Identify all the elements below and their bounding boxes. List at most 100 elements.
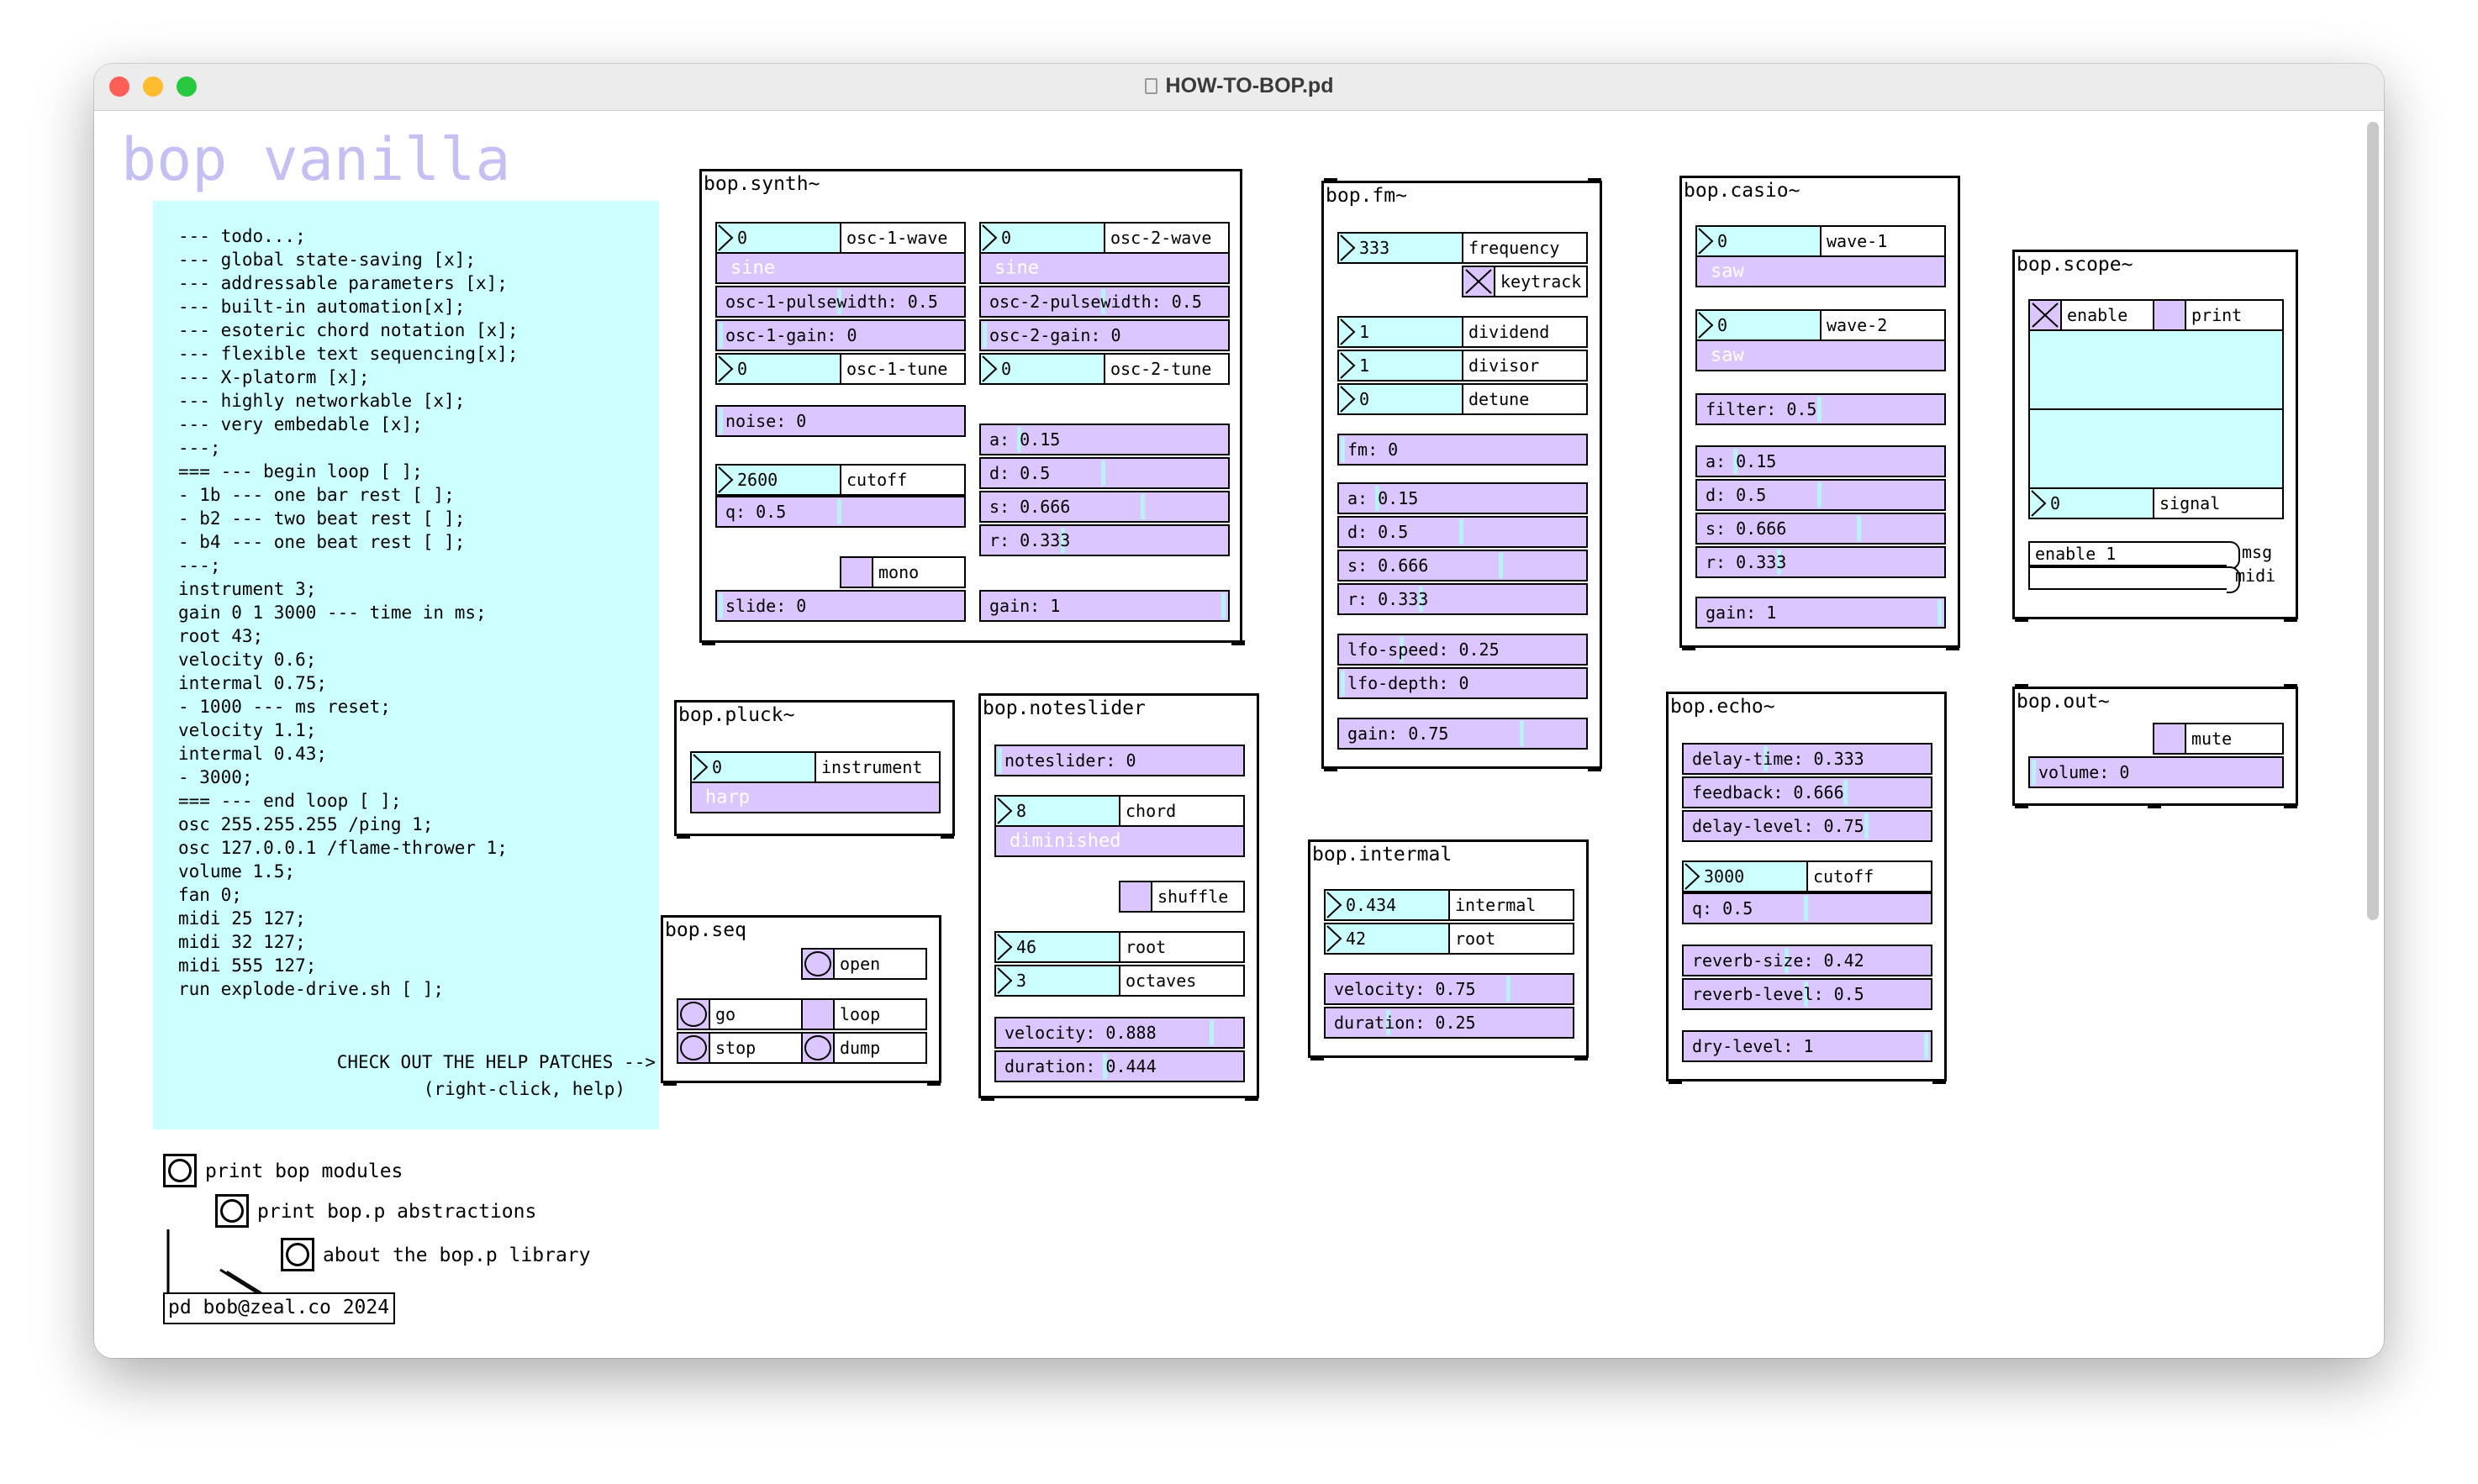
noteslider-root-number[interactable]: 46 — [994, 931, 1120, 963]
osc1-wave-selector[interactable]: sine — [715, 252, 966, 284]
volume-slider[interactable]: volume: 0 — [2028, 756, 2284, 788]
print-modules-label: print bop modules — [205, 1160, 403, 1182]
intermal-root-number[interactable]: 42 — [1324, 923, 1450, 955]
mute-toggle[interactable] — [2153, 723, 2186, 755]
enable-toggle[interactable] — [2028, 299, 2062, 331]
osc2-gain-slider[interactable]: osc-2-gain: 0 — [979, 319, 1230, 351]
instrument-selector[interactable]: harp — [690, 781, 941, 813]
midi-message[interactable] — [2028, 566, 2240, 593]
noteslider-duration-slider[interactable]: duration: 0.444 — [994, 1050, 1245, 1082]
casio-sustain-slider[interactable]: s: 0.666 — [1695, 513, 1946, 545]
go-bang[interactable] — [677, 998, 710, 1030]
shuffle-toggle[interactable] — [1119, 881, 1152, 913]
loop-toggle[interactable] — [801, 998, 835, 1030]
reverb-size-slider[interactable]: reverb-size: 0.42 — [1682, 945, 1932, 976]
number-arrow-icon — [997, 967, 1013, 994]
synth-attack-slider[interactable]: a: 0.15 — [979, 424, 1230, 455]
noteslider-title: bop.noteslider — [983, 697, 1146, 719]
instrument-number[interactable]: 0 — [690, 751, 816, 783]
fm-decay-slider[interactable]: d: 0.5 — [1337, 516, 1588, 548]
delay-time-slider[interactable]: delay-time: 0.333 — [1682, 743, 1932, 775]
keytrack-toggle[interactable] — [1462, 266, 1495, 297]
stop-bang[interactable] — [677, 1032, 710, 1064]
casio-filter-slider[interactable]: filter: 0.5 — [1695, 393, 1946, 425]
chord-number[interactable]: 8 — [994, 795, 1120, 827]
vertical-scrollbar[interactable] — [2367, 122, 2379, 920]
close-button[interactable] — [109, 76, 129, 97]
about-library-bang[interactable] — [281, 1238, 314, 1271]
synth-decay-slider[interactable]: d: 0.5 — [979, 457, 1230, 489]
osc2-tune-number[interactable]: 0 — [979, 353, 1105, 385]
fm-release-slider[interactable]: r: 0.333 — [1337, 583, 1588, 615]
detune-label: detune — [1462, 383, 1588, 415]
wave2-selector[interactable]: saw — [1695, 339, 1946, 371]
casio-release-slider[interactable]: r: 0.333 — [1695, 546, 1946, 578]
instrument-label: instrument — [815, 751, 941, 783]
cutoff-number[interactable]: 2600 — [715, 464, 841, 496]
frequency-number[interactable]: 333 — [1337, 232, 1463, 264]
open-bang[interactable] — [801, 948, 835, 980]
divisor-number[interactable]: 1 — [1337, 350, 1463, 382]
synth-gain-slider[interactable]: gain: 1 — [979, 590, 1230, 622]
casio-decay-slider[interactable]: d: 0.5 — [1695, 479, 1946, 511]
fm-sustain-slider[interactable]: s: 0.666 — [1337, 550, 1588, 581]
dividend-number[interactable]: 1 — [1337, 316, 1463, 348]
osc1-wave-label: osc-1-wave — [840, 222, 966, 254]
octaves-number[interactable]: 3 — [994, 965, 1120, 997]
casio-title: bop.casio~ — [1684, 180, 1801, 202]
comment-line: velocity 1.1; — [178, 720, 317, 740]
dump-bang[interactable] — [801, 1032, 835, 1064]
print-abstractions-bang[interactable] — [215, 1194, 249, 1228]
lfo-speed-slider[interactable]: lfo-speed: 0.25 — [1337, 634, 1588, 666]
detune-number[interactable]: 0 — [1337, 383, 1463, 415]
dry-level-slider[interactable]: dry-level: 1 — [1682, 1030, 1932, 1062]
casio-attack-slider[interactable]: a: 0.15 — [1695, 445, 1946, 477]
chord-selector[interactable]: diminished — [994, 825, 1245, 857]
title-bar: HOW-TO-BOP.pd — [94, 64, 2384, 111]
osc2-wave-number[interactable]: 0 — [979, 222, 1105, 254]
noteslider-slider[interactable]: noteslider: 0 — [994, 745, 1245, 776]
osc2-pulsewidth-slider[interactable]: osc-2-pulsewidth: 0.5 — [979, 286, 1230, 318]
enable-message[interactable]: enable 1 — [2028, 541, 2240, 570]
lfo-depth-slider[interactable]: lfo-depth: 0 — [1337, 667, 1588, 699]
casio-gain-slider[interactable]: gain: 1 — [1695, 597, 1946, 629]
osc1-gain-slider[interactable]: osc-1-gain: 0 — [715, 319, 966, 351]
fm-attack-slider[interactable]: a: 0.15 — [1337, 482, 1588, 514]
osc1-tune-number[interactable]: 0 — [715, 353, 841, 385]
pd-subpatch-object[interactable]: pd bob@zeal.co 2024 — [163, 1292, 395, 1324]
mono-toggle[interactable] — [840, 556, 873, 588]
print-toggle[interactable] — [2153, 299, 2186, 331]
intermal-number[interactable]: 0.434 — [1324, 889, 1450, 921]
fm-amount-slider[interactable]: fm: 0 — [1337, 434, 1588, 466]
q-slider[interactable]: q: 0.5 — [715, 496, 966, 528]
print-modules-bang[interactable] — [163, 1154, 197, 1187]
delay-level-slider[interactable]: delay-level: 0.75 — [1682, 810, 1932, 842]
reverb-level-slider[interactable]: reverb-level: 0.5 — [1682, 978, 1932, 1010]
intermal-velocity-slider[interactable]: velocity: 0.75 — [1324, 973, 1574, 1005]
fm-gain-slider[interactable]: gain: 0.75 — [1337, 718, 1588, 750]
wave2-number[interactable]: 0 — [1695, 309, 1822, 341]
slide-slider[interactable]: slide: 0 — [715, 590, 966, 622]
osc1-pulsewidth-slider[interactable]: osc-1-pulsewidth: 0.5 — [715, 286, 966, 318]
number-arrow-icon — [718, 355, 734, 382]
minimize-button[interactable] — [143, 76, 163, 97]
osc1-wave-number[interactable]: 0 — [715, 222, 841, 254]
wave1-selector[interactable]: saw — [1695, 255, 1946, 287]
signal-number[interactable]: 0 — [2028, 487, 2154, 519]
synth-release-slider[interactable]: r: 0.333 — [979, 524, 1230, 556]
osc2-wave-selector[interactable]: sine — [979, 252, 1230, 284]
echo-cutoff-number[interactable]: 3000 — [1682, 860, 1808, 892]
zoom-button[interactable] — [177, 76, 197, 97]
noise-slider[interactable]: noise: 0 — [715, 405, 966, 437]
noteslider-velocity-slider[interactable]: velocity: 0.888 — [994, 1017, 1245, 1049]
mono-label: mono — [872, 556, 966, 588]
synth-sustain-slider[interactable]: s: 0.666 — [979, 491, 1230, 523]
patch-canvas[interactable]: bop vanilla --- todo...;--- global state… — [94, 112, 2384, 1358]
comment-block[interactable]: --- todo...;--- global state-saving [x];… — [153, 201, 659, 1129]
number-arrow-icon — [1340, 318, 1356, 345]
feedback-slider[interactable]: feedback: 0.666 — [1682, 776, 1932, 808]
intermal-duration-slider[interactable]: duration: 0.25 — [1324, 1007, 1574, 1039]
wave1-number[interactable]: 0 — [1695, 225, 1822, 257]
echo-q-slider[interactable]: q: 0.5 — [1682, 892, 1932, 924]
open-label: open — [833, 948, 927, 980]
